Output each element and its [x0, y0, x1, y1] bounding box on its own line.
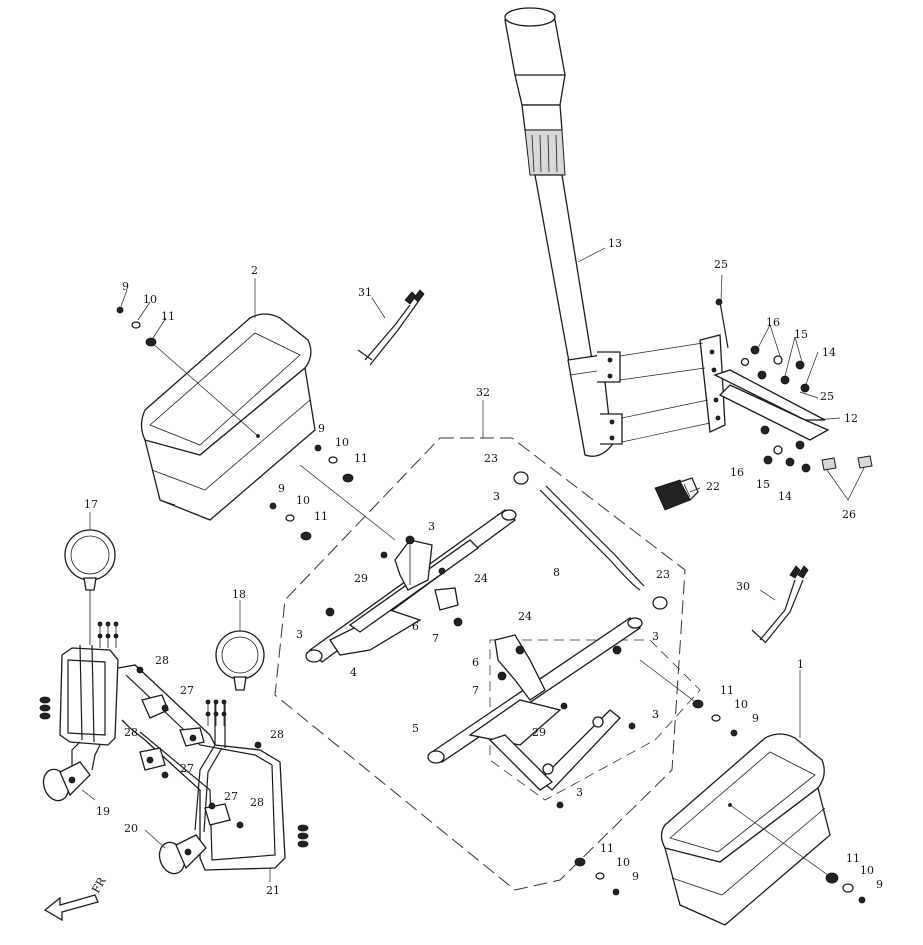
- label-part-11e: 11: [600, 842, 614, 855]
- label-part-3e: 3: [652, 708, 659, 721]
- label-part-32: 32: [476, 386, 490, 399]
- label-part-19: 19: [96, 805, 110, 818]
- label-part-23a: 23: [484, 452, 498, 465]
- label-part-22: 22: [706, 480, 720, 493]
- label-part-10f: 10: [860, 864, 874, 877]
- hardware-washers-nuts: [116, 306, 866, 904]
- wire-harness-part-31: [357, 289, 425, 366]
- label-part-6b: 6: [472, 656, 479, 669]
- label-leaders: [81, 247, 841, 882]
- label-part-28a: 28: [155, 654, 169, 667]
- label-part-14b: 14: [778, 490, 792, 503]
- label-part-10d: 10: [734, 698, 748, 711]
- label-part-13: 13: [608, 237, 622, 250]
- orientation-label-fr: FR: [89, 875, 109, 896]
- hose-part-8: [513, 471, 668, 610]
- label-part-10e: 10: [616, 856, 630, 869]
- label-part-11c: 11: [314, 510, 328, 523]
- label-part-10c: 10: [296, 494, 310, 507]
- label-part-16a: 16: [766, 316, 780, 329]
- label-part-3c: 3: [296, 628, 303, 641]
- label-part-25a: 25: [714, 258, 728, 271]
- label-part-11a: 11: [161, 310, 175, 323]
- label-part-31: 31: [358, 286, 372, 299]
- label-part-24b: 24: [518, 610, 532, 623]
- label-part-10a: 10: [143, 293, 157, 306]
- label-part-1: 1: [797, 658, 804, 671]
- wire-harness-part-30: [751, 565, 809, 644]
- horn-part-20: [158, 834, 207, 875]
- label-part-5: 5: [412, 722, 419, 735]
- label-part-30: 30: [736, 580, 750, 593]
- label-part-11d: 11: [720, 684, 734, 697]
- label-part-15b: 15: [756, 478, 770, 491]
- steering-column-part-13: [504, 7, 623, 457]
- label-part-9f: 9: [876, 878, 883, 891]
- label-part-7a: 7: [432, 632, 439, 645]
- label-part-3a: 3: [493, 490, 500, 503]
- label-part-12: 12: [844, 412, 858, 425]
- label-part-27b: 27: [180, 762, 194, 775]
- label-part-29b: 29: [532, 726, 546, 739]
- label-part-9d: 9: [752, 712, 759, 725]
- part-number-labels: 1 2 13 25 16 15 14 25 12 16 15 14 26 22 …: [84, 237, 883, 897]
- hardware-cluster-upper: [715, 298, 873, 501]
- label-part-9b: 9: [318, 422, 325, 435]
- label-part-6a: 6: [412, 620, 419, 633]
- label-part-18: 18: [232, 588, 246, 601]
- label-part-11b: 11: [354, 452, 368, 465]
- label-part-4: 4: [350, 666, 357, 679]
- label-part-27a: 27: [180, 684, 194, 697]
- label-part-26: 26: [842, 508, 856, 521]
- storage-box-part-1: [660, 733, 831, 926]
- label-part-24a: 24: [474, 572, 488, 585]
- label-part-9c: 9: [278, 482, 285, 495]
- label-part-9e: 9: [632, 870, 639, 883]
- mounting-bracket-part-12: [619, 334, 830, 443]
- label-part-28c: 28: [124, 726, 138, 739]
- label-part-28b: 28: [270, 728, 284, 741]
- label-part-3b: 3: [428, 520, 435, 533]
- label-part-3f: 3: [576, 786, 583, 799]
- frame-part-5: [427, 617, 643, 809]
- lamp-part-17: [64, 529, 116, 645]
- inner-boundary: [489, 639, 701, 801]
- label-part-28d: 28: [250, 796, 264, 809]
- frame-part-4: [305, 509, 517, 663]
- label-part-17: 17: [84, 498, 98, 511]
- label-part-20: 20: [124, 822, 138, 835]
- storage-box-part-2: [140, 313, 316, 521]
- label-part-2: 2: [251, 264, 258, 277]
- front-guard-part-21: [39, 621, 309, 871]
- electrical-connector-part-22: [654, 477, 699, 511]
- label-part-29a: 29: [354, 572, 368, 585]
- label-part-11f: 11: [846, 852, 860, 865]
- label-part-3d: 3: [652, 630, 659, 643]
- horn-part-19: [42, 761, 91, 802]
- label-part-23b: 23: [656, 568, 670, 581]
- label-part-21: 21: [266, 884, 280, 897]
- label-part-10b: 10: [335, 436, 349, 449]
- label-part-7b: 7: [472, 684, 479, 697]
- label-part-27c: 27: [224, 790, 238, 803]
- label-part-15a: 15: [794, 328, 808, 341]
- label-part-9a: 9: [122, 280, 129, 293]
- label-part-16b: 16: [730, 466, 744, 479]
- label-part-8: 8: [553, 566, 560, 579]
- label-part-25b: 25: [820, 390, 834, 403]
- label-part-14a: 14: [822, 346, 836, 359]
- lamp-part-18: [215, 630, 265, 691]
- subassembly-boundary-part-32: [274, 437, 686, 891]
- front-direction-arrow: [43, 894, 99, 922]
